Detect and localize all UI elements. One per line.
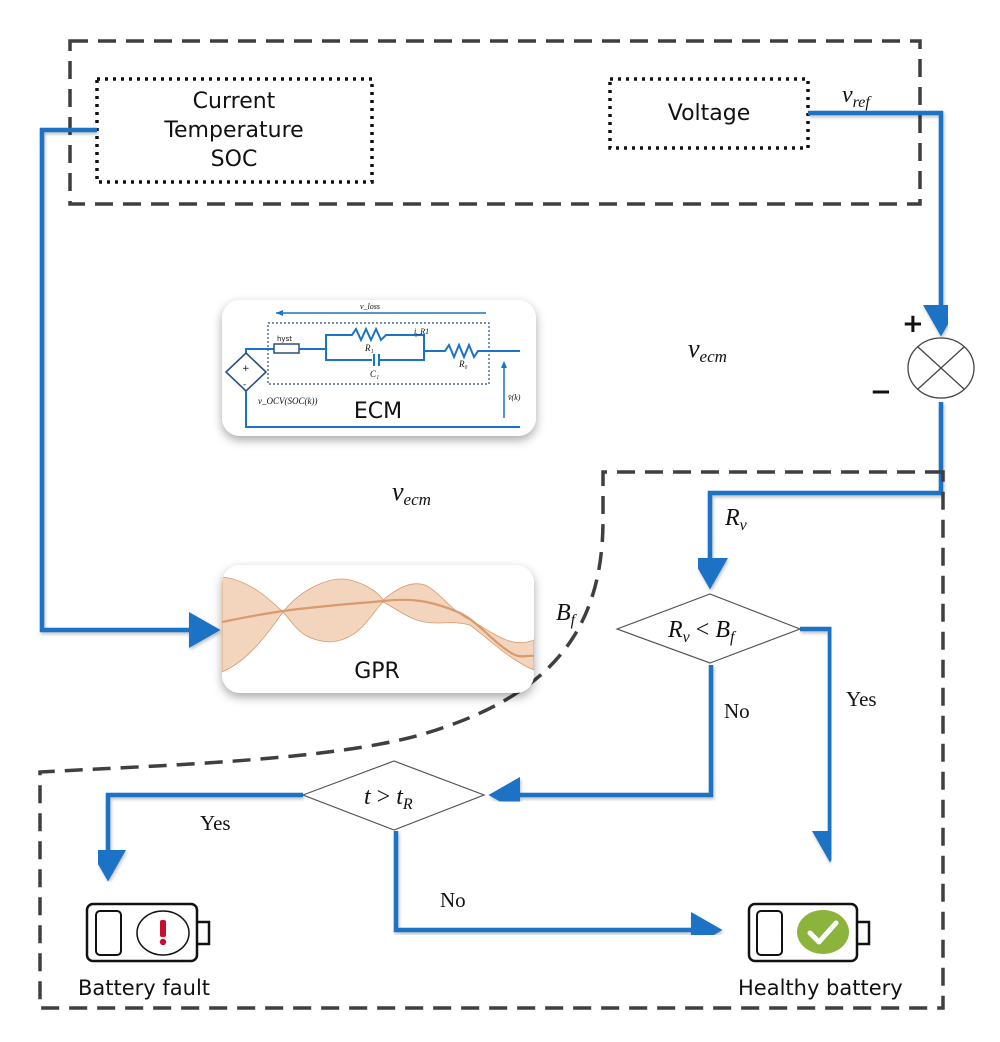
ecm-r1-label: R₁ xyxy=(364,343,374,353)
decision-boundary xyxy=(38,470,945,1010)
ecm-title: ECM xyxy=(354,399,402,424)
ecm-hyst-label: hyst xyxy=(277,335,292,343)
healthy-battery-label: Healthy battery xyxy=(738,976,903,1000)
ecm-vocv-label: v_OCV(SOC(k)) xyxy=(258,396,317,406)
summing-junction: + − xyxy=(870,309,975,407)
healthy-battery-outcome: Healthy battery xyxy=(738,902,903,1000)
sum-plus-sign: + xyxy=(902,309,924,339)
flow-decision2-yes xyxy=(90,792,303,882)
input-soc-label: SOC xyxy=(211,147,258,172)
ecm-vk-label: v̂(k) xyxy=(508,393,521,402)
voltage-label: Voltage xyxy=(668,101,751,126)
ecm-c1-label: C₁ xyxy=(370,369,379,379)
ecm-v-loss-label: v_loss xyxy=(360,302,380,311)
battery-healthy-icon xyxy=(747,902,871,963)
flow-decision1-no xyxy=(488,665,714,813)
decision2-condition: t>tR xyxy=(364,784,413,813)
v-ecm-right-label: vecm xyxy=(688,334,727,366)
input-current-label: Current xyxy=(193,89,276,114)
battery-fault-outcome: Battery fault xyxy=(78,902,211,1000)
flow-decision2-no xyxy=(393,831,723,948)
ecm-source-minus: - xyxy=(243,380,246,390)
decision1-yes-label: Yes xyxy=(846,687,877,711)
measurement-boundary xyxy=(68,39,922,206)
decision-t-gt-tr: t>tR Yes No xyxy=(200,760,486,912)
flow-decision1-yes xyxy=(800,626,848,863)
v-ref-label: vref xyxy=(842,82,872,111)
voltage-box: Voltage xyxy=(608,77,810,150)
decision1-no-label: No xyxy=(724,699,750,723)
flow-inputs-trunk xyxy=(39,127,221,648)
r-v-label: Rv xyxy=(724,505,748,534)
gpr-confidence-band xyxy=(222,576,534,673)
decision1-condition: Rv<Bf xyxy=(667,617,737,646)
gpr-block: GPR xyxy=(222,565,534,693)
ecm-source-plus: + xyxy=(242,364,250,374)
input-temperature-label: Temperature xyxy=(163,118,303,143)
gpr-mean-line xyxy=(222,598,534,658)
ecm-block: v_loss hyst R₁ i_R1 C₁ R₀ + - v_OCV(SOC(… xyxy=(222,300,536,436)
decision2-no-label: No xyxy=(440,888,466,912)
battery-fault-icon xyxy=(85,902,211,963)
flow-sum-to-decision1 xyxy=(692,402,944,590)
v-ecm-down-label: vecm xyxy=(392,477,431,509)
decision2-yes-label: Yes xyxy=(200,811,231,835)
inputs-box: Current Temperature SOC xyxy=(95,77,374,184)
decision-rv-lt-bf: Rv<Bf Yes No xyxy=(615,593,877,723)
b-f-label: Bf xyxy=(556,600,578,629)
flow-vref-to-sum xyxy=(808,110,959,337)
ecm-ir1-label: i_R1 xyxy=(414,327,429,336)
battery-fault-label: Battery fault xyxy=(78,976,210,1000)
sum-minus-sign: − xyxy=(870,377,892,407)
ecm-r0-label: R₀ xyxy=(458,359,468,369)
gpr-title: GPR xyxy=(354,659,400,684)
